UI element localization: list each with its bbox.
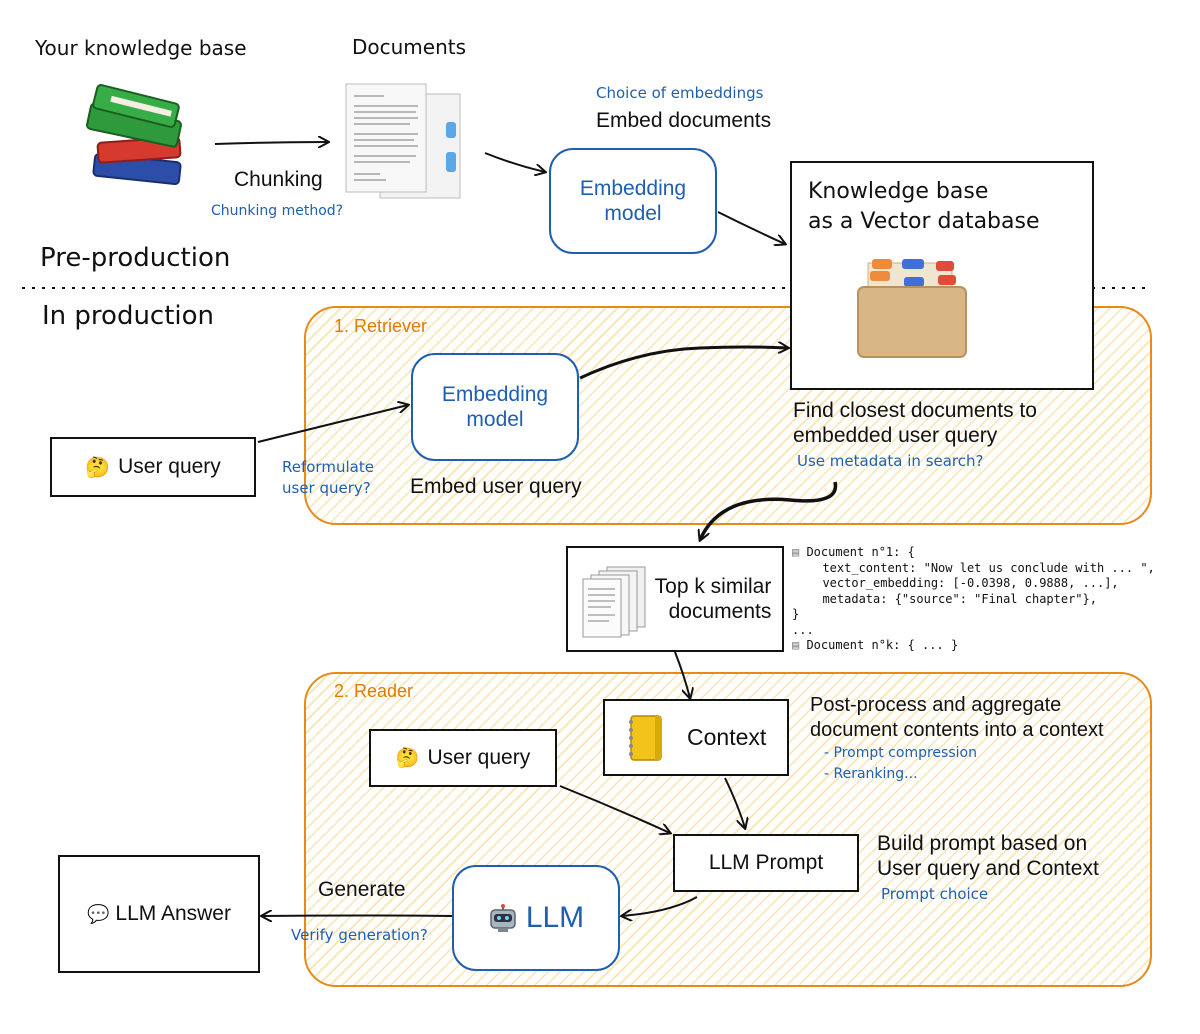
llm-prompt-label: LLM Prompt [708,851,824,874]
user-query-box: 🤔 User query [50,437,256,497]
file-cabinet-icon [857,259,967,358]
arrow-topk-to-context [674,651,690,698]
books-icon [86,84,182,186]
chunking-method-note: Chunking method? [211,203,344,219]
stacked-documents-icon [582,566,646,638]
reader-user-query-label: User query [427,746,531,769]
thinking-face-icon: 🤔 [85,456,111,479]
prompt-choice-note: Prompt choice [881,885,989,903]
reformulate-note: Reformulate user query? [282,458,374,497]
chunking-label: Chunking [234,168,323,191]
user-query-label: User query [118,455,221,478]
arrow-query-to-prompt [559,785,670,833]
arrow-embedding-to-vectordb-retriever [579,347,788,380]
code-line-2: text_content: "Now let us conclude with … [808,560,1155,575]
prompt-compression-note: - Prompt compression [824,745,977,761]
document-icon: ▤ [792,638,807,652]
pre-production-label: Pre-production [40,243,231,273]
embedding-model-label: Embedding model [579,177,687,225]
reranking-note: - Reranking... [824,766,918,782]
find-closest-label: Find closest documents to embedded user … [793,399,1037,447]
code-line-1: ▤ Document n°1: { [792,545,915,559]
retriever-embedding-model-box: Embedding model [411,353,579,461]
code-line-7: ▤ Document n°k: { ... } [792,638,959,652]
llm-answer-label: LLM Answer [115,902,231,925]
metadata-note: Use metadata in search? [797,452,984,470]
documents-label: Documents [352,35,467,59]
postprocess-label: Post-process and aggregate document cont… [810,694,1104,741]
retriever-embedding-model-label: Embedding model [441,383,549,431]
vector-db-title-line1: Knowledge base [808,179,989,204]
arrow-prompt-to-llm [622,896,698,916]
thinking-face-icon: 🤔 [395,748,420,769]
code-line-4: metadata: {"source": "Final chapter"}, [808,591,1097,606]
llm-box: LLM [452,865,620,971]
embedding-model-box: Embedding model [549,148,717,254]
code-line-3: vector_embedding: [-0.0398, 0.9888, ...]… [808,576,1119,590]
arrow-documents-to-embedding [484,152,545,172]
topk-code-block: ▤ Document n°1: { text_content: "Now let… [792,545,1155,654]
documents-icon [345,83,461,199]
code-line-6: ... [792,622,814,637]
arrow-llm-to-answer [262,916,453,917]
retriever-zone-label: 1. Retriever [334,316,428,336]
topk-documents-box: Top k similar documents [566,546,784,652]
knowledge-base-label: Your knowledge base [35,36,247,60]
topk-label: Top k similar documents [654,575,772,623]
arrow-vectordb-to-topk [700,481,838,540]
arrow-query-to-embedding [257,405,408,443]
arrow-embedding-to-vectordb [717,211,785,244]
embed-user-query-label: Embed user query [410,475,582,498]
in-production-label: In production [42,301,215,331]
speech-bubble-icon: 💬 [87,903,110,924]
llm-prompt-box: LLM Prompt [673,834,859,892]
llm-label: LLM [525,901,585,934]
robot-icon [490,904,516,932]
reader-zone-label: 2. Reader [334,681,414,701]
vector-db-title-line2: as a Vector database [808,209,1040,234]
notebook-icon [629,714,662,761]
context-label: Context [687,724,767,750]
verify-note: Verify generation? [291,926,428,944]
generate-label: Generate [318,878,406,901]
embed-documents-label: Embed documents [596,109,772,132]
context-box: Context [603,699,789,776]
arrow-books-to-documents [214,142,328,144]
arrow-context-to-prompt [724,777,745,828]
choice-embeddings-note: Choice of embeddings [596,84,764,102]
vector-database-box: Knowledge base as a Vector database [790,161,1094,390]
build-prompt-label: Build prompt based on User query and Con… [877,832,1099,880]
document-icon: ▤ [792,545,807,559]
reader-user-query-box: 🤔 User query [369,729,557,787]
code-line-5: } [792,607,800,621]
llm-answer-box: 💬 LLM Answer [58,855,260,973]
